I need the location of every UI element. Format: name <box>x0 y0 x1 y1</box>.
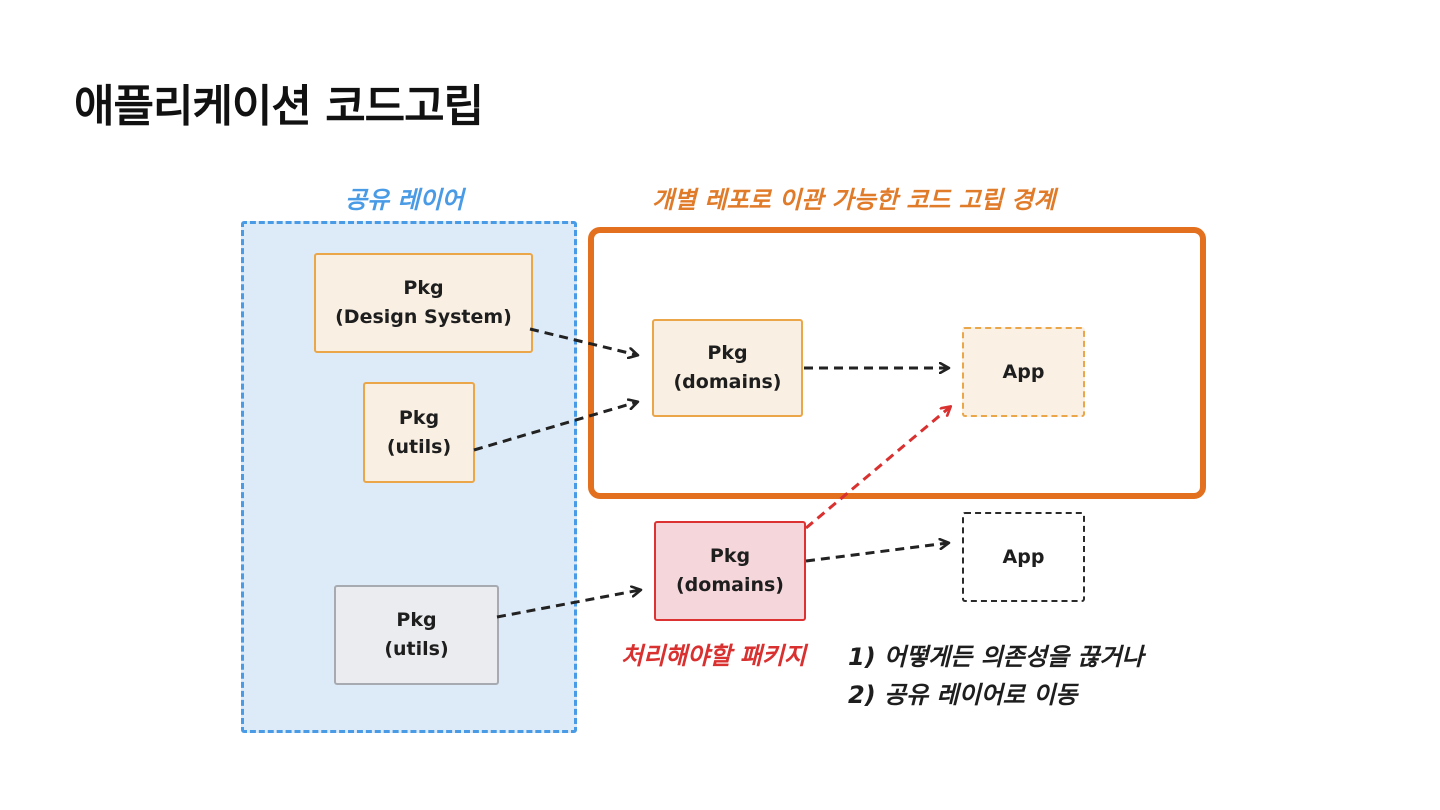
app-other-node: App <box>962 512 1085 602</box>
node-title: Pkg <box>709 545 751 567</box>
node-title: App <box>1002 360 1045 383</box>
arrow-problem-domains-to-other-app <box>805 543 948 563</box>
pkg-utils-gray-node: Pkg (utils) <box>334 585 499 685</box>
pkg-design-system-node: Pkg (Design System) <box>314 253 533 353</box>
resolution-step-2: 2) 공유 레이어로 이동 <box>848 681 1078 709</box>
resolution-step-1: 1) 어떻게든 의존성을 끊거나 <box>848 643 1144 671</box>
resolution-steps: 1) 어떻게든 의존성을 끊거나 2) 공유 레이어로 이동 <box>848 638 1144 714</box>
pkg-domains-problem-node: Pkg (domains) <box>654 521 806 621</box>
node-title: Pkg <box>398 406 440 429</box>
node-subtitle: (domains) <box>673 371 782 393</box>
node-title: Pkg <box>707 342 748 364</box>
node-title: Pkg <box>396 609 437 631</box>
pkg-domains-isolated-node: Pkg (domains) <box>652 319 803 417</box>
app-isolated-node: App <box>962 327 1085 417</box>
node-subtitle: (Design System) <box>335 306 512 328</box>
node-subtitle: (utils) <box>386 435 452 458</box>
node-title: App <box>1002 545 1045 568</box>
node-subtitle: (utils) <box>384 638 449 660</box>
page-title: 애플리케이션 코드고립 <box>74 81 484 132</box>
pkg-utils-shared-node: Pkg (utils) <box>363 382 475 483</box>
node-title: Pkg <box>403 277 444 299</box>
isolation-boundary-label: 개별 레포로 이관 가능한 코드 고립 경계 <box>652 186 1056 214</box>
node-subtitle: (domains) <box>676 574 784 596</box>
shared-layer-label: 공유 레이어 <box>345 186 464 214</box>
problem-package-caption: 처리해야할 패키지 <box>621 642 806 670</box>
